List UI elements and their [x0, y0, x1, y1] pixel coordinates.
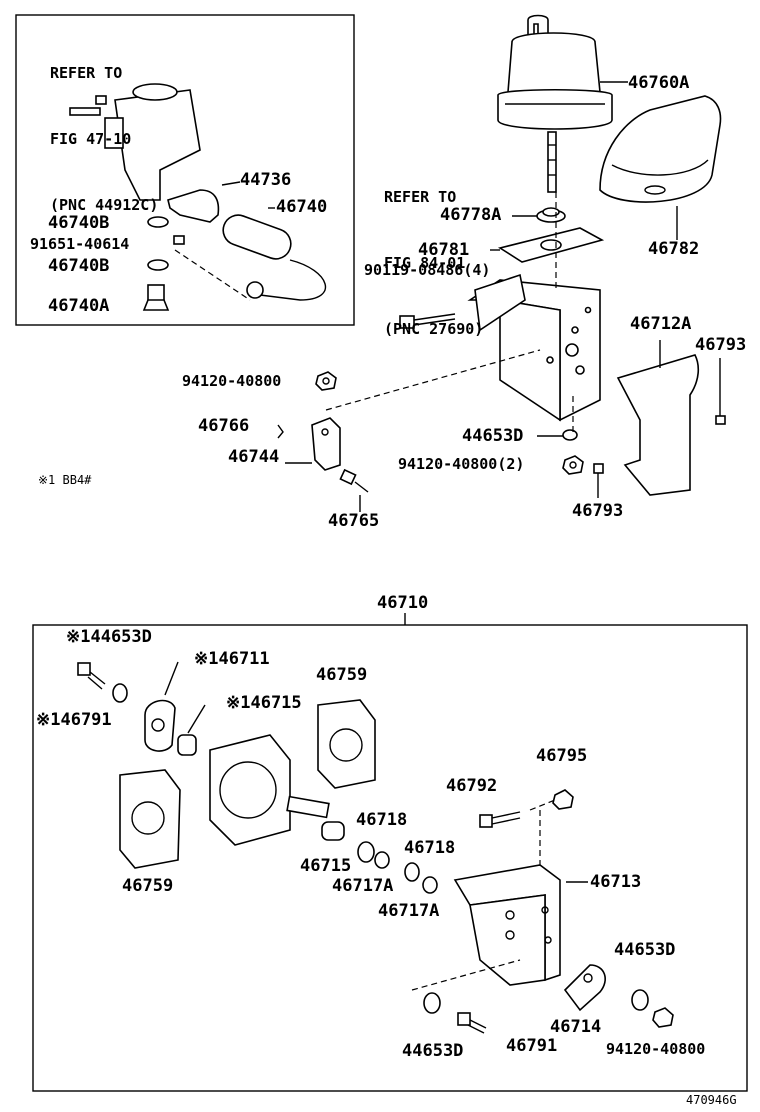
- shield-46782: [599, 95, 722, 240]
- part-label: 46792: [446, 776, 498, 796]
- assembly-frame: [32, 624, 748, 1092]
- part-label: 46766: [198, 416, 250, 436]
- ref-line: (PNC 27690): [384, 320, 484, 338]
- nut-94120-a: [315, 371, 337, 391]
- ref-line: FIG 84-01: [384, 254, 466, 272]
- nut-46795: [552, 789, 574, 810]
- part-label: 44653D: [462, 426, 524, 446]
- part-label: 46713: [590, 872, 642, 892]
- bolt-46791-top: [77, 662, 106, 690]
- part-label: 46759: [122, 876, 174, 896]
- part-label: 46793: [695, 335, 747, 355]
- gasket-46759-left: [119, 769, 181, 869]
- part-label: 46718: [404, 838, 456, 858]
- figure-id: 470946G: [686, 1093, 737, 1107]
- canister-assy: [69, 83, 201, 201]
- part-label: 91651-40614: [30, 235, 130, 253]
- gasket-46759-right: [317, 699, 376, 789]
- part-label: 46740B: [48, 213, 110, 233]
- part-label: ※146791: [36, 710, 112, 730]
- screw-46793-bottom: [593, 463, 604, 498]
- cover-46712A: [616, 340, 700, 496]
- throttle-body: [209, 734, 330, 846]
- bushing-46715-b: [321, 821, 345, 841]
- grommet-46778A: [512, 207, 566, 223]
- note-label: ※1 BB4#: [38, 473, 92, 487]
- bolt-46792: [479, 811, 521, 828]
- clevis-46744: [285, 417, 341, 471]
- nut-94120-b: [562, 455, 584, 475]
- bracket-44736: [167, 181, 241, 223]
- washer-44653D-top: [537, 429, 578, 441]
- part-label: 46714: [550, 1017, 602, 1037]
- washer-44653D-b: [631, 989, 649, 1011]
- part-label: 44736: [240, 170, 292, 190]
- reference-note-fig47: REFER TO FIG 47-10 (PNC 44912C): [50, 18, 158, 238]
- bracket-assembly: [467, 273, 601, 422]
- ref-line: FIG 47-10: [50, 130, 132, 148]
- part-label: 46778A: [440, 205, 502, 225]
- ref-line: REFER TO: [384, 188, 457, 206]
- part-label: ※146715: [226, 693, 302, 713]
- part-label: 46760A: [628, 73, 690, 93]
- part-label: ※146711: [194, 649, 270, 669]
- part-label: 46765: [328, 511, 380, 531]
- bushing-46715-a: [177, 704, 206, 756]
- part-label: 46712A: [630, 314, 692, 334]
- motor-46740: [222, 207, 327, 301]
- washer-44653D-c: [423, 992, 441, 1014]
- bolt-46740A: [142, 284, 170, 311]
- part-label: 44653D: [614, 940, 676, 960]
- reference-note-fig84: REFER TO FIG 84-01 (PNC 27690): [384, 142, 483, 362]
- washers-46740B: [147, 216, 185, 271]
- part-label: 46795: [536, 746, 588, 766]
- gasket-46781: [490, 227, 605, 263]
- part-label: 46781: [418, 240, 470, 260]
- lever-46714: [563, 964, 606, 1012]
- bolt-46791-bottom: [457, 1012, 487, 1034]
- part-label: 46793: [572, 501, 624, 521]
- part-label: 46718: [356, 810, 408, 830]
- washer-44653D-a: [112, 683, 128, 703]
- part-label: 46717A: [378, 901, 440, 921]
- bolt-90119: [399, 313, 456, 329]
- part-label: ※144653D: [66, 627, 152, 647]
- ref-line: (PNC 44912C): [50, 196, 159, 214]
- part-label: 46715: [300, 856, 352, 876]
- part-label: 94120-40800: [182, 372, 282, 390]
- part-label: 46717A: [332, 876, 394, 896]
- part-label: 46791: [506, 1036, 558, 1056]
- assembly-label: 46710: [377, 593, 429, 613]
- part-label: 46744: [228, 447, 280, 467]
- part-label: 46759: [316, 665, 368, 685]
- washers-46717A-46718: [357, 841, 438, 894]
- part-label: 46740: [276, 197, 328, 217]
- bracket-46713: [453, 864, 561, 986]
- part-label: 44653D: [402, 1041, 464, 1061]
- gasket-46711: [144, 661, 179, 752]
- pin-46765: [339, 468, 369, 512]
- part-label: 90119-08486(4): [364, 261, 491, 279]
- part-label: 94120-40800(2): [398, 455, 525, 473]
- part-label: 46740A: [48, 296, 110, 316]
- nut-94120-c: [652, 1007, 674, 1028]
- actuator-46760A: [497, 14, 628, 193]
- part-label: 46782: [648, 239, 700, 259]
- part-label: 46740B: [48, 256, 110, 276]
- pin-46766: [277, 424, 284, 439]
- ref-line: REFER TO: [50, 64, 123, 82]
- screw-46793-top: [715, 358, 726, 425]
- inset-frame: [15, 14, 355, 326]
- part-label: 94120-40800: [606, 1040, 706, 1058]
